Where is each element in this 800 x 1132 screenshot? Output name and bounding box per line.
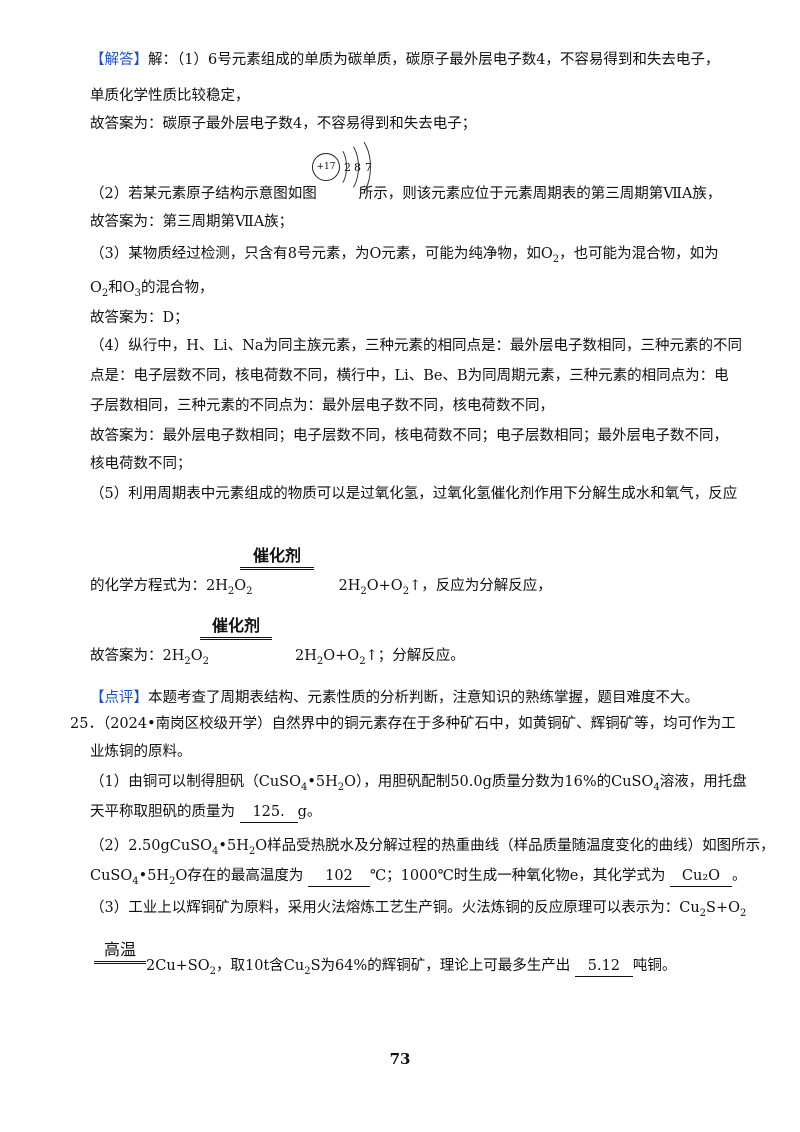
answer-2-line-2: 故答案为：第三周期第ⅦA族；: [90, 214, 294, 230]
q25-part2-line-1: （2）2.50gCuSO4•5H2O样品受热脱水及分解过程的热重曲线（样品质量随…: [90, 838, 775, 857]
question-25-line-1: 25．（2024•南岗区校级开学）自然界中的铜元素存在于多种矿石中，如黄铜矿、辉…: [70, 716, 736, 732]
answer-blank-3: Cu₂O: [670, 866, 732, 887]
answer-4-line-4: 故答案为：最外层电子数相同；电子层数不同，核电荷数不同；电子层数相同；最外层电子…: [90, 428, 728, 444]
answer-line-3: 故答案为：碳原子最外层电子数4，不容易得到和失去电子；: [90, 116, 477, 132]
q25-part3-line-2: 2Cu+SO2，取10t含Cu2S为64%的辉铜矿，理论上可最多生产出 5.12…: [146, 956, 677, 977]
electron-shell-arc: [336, 135, 371, 199]
answer-3-line-3: 故答案为：D；: [90, 310, 189, 326]
catalyst-condition-2: 催化剂: [200, 616, 272, 640]
q25-part1-line-1: （1）由铜可以制得胆矾（CuSO4•5H2O），用胆矾配制50.0g质量分数为1…: [90, 774, 747, 793]
high-temperature-condition: 高温: [94, 940, 146, 964]
answer-4-line-3: 子层数相同，三种元素的不同点为：最外层电子数不同，核电荷数不同，: [90, 398, 554, 414]
answer-4-line-2: 点是：电子层数不同，核电荷数不同，横行中，Li、Be、B为同周期元素，三种元素的…: [90, 368, 729, 384]
comment-tag: 【点评】: [90, 690, 148, 706]
answer-3-line-1: （3）某物质经过检测，只含有8号元素，为O元素，可能为纯净物，如O2，也可能为混…: [90, 246, 719, 265]
answer-blank-2: 102: [307, 866, 370, 887]
q25-part1-line-2: 天平称取胆矾的质量为 125.g。: [90, 802, 321, 823]
answer-line-1: 【解答】解：（1）6号元素组成的单质为碳单质，碳原子最外层电子数4，不容易得到和…: [90, 52, 720, 68]
answer-3-line-2: O2和O3的混合物，: [90, 280, 214, 299]
answer-blank-4: 5.12: [574, 956, 633, 977]
answer-blank-1: 125.: [239, 802, 298, 823]
answer-2-line-1: （2）若某元素原子结构示意图如图所示，则该元素应位于元素周期表的第三周期第ⅦA族…: [90, 186, 722, 202]
comment-line: 【点评】本题考查了周期表结构、元素性质的分析判断，注意知识的熟练掌握，题目难度不…: [90, 690, 699, 706]
answer-tag: 【解答】: [90, 52, 148, 68]
page-number: 73: [389, 1050, 411, 1068]
q25-part2-line-2: CuSO4•5H2O存在的最高温度为 102℃；1000℃时生成一种氧化物e，其…: [90, 866, 747, 887]
answer-4-line-1: （4）纵行中，H、Li、Na为同主族元素，三种元素的相同点是：最外层电子数相同，…: [90, 338, 742, 354]
catalyst-condition-1: 催化剂: [240, 546, 314, 570]
atom-structure-diagram: +17 2 8 7: [310, 135, 376, 205]
answer-4-line-5: 核电荷数不同；: [90, 456, 192, 472]
question-25-line-2: 业炼铜的原料。: [90, 744, 192, 760]
q25-part3-line-1: （3）工业上以辉铜矿为原料，采用火法熔炼工艺生产铜。火法炼铜的反应原理可以表示为…: [90, 900, 747, 919]
answer-line-2: 单质化学性质比较稳定，: [90, 88, 250, 104]
answer-5-line-1: （5）利用周期表中元素组成的物质可以是过氧化氢，过氧化氢催化剂作用下分解生成水和…: [90, 486, 738, 502]
